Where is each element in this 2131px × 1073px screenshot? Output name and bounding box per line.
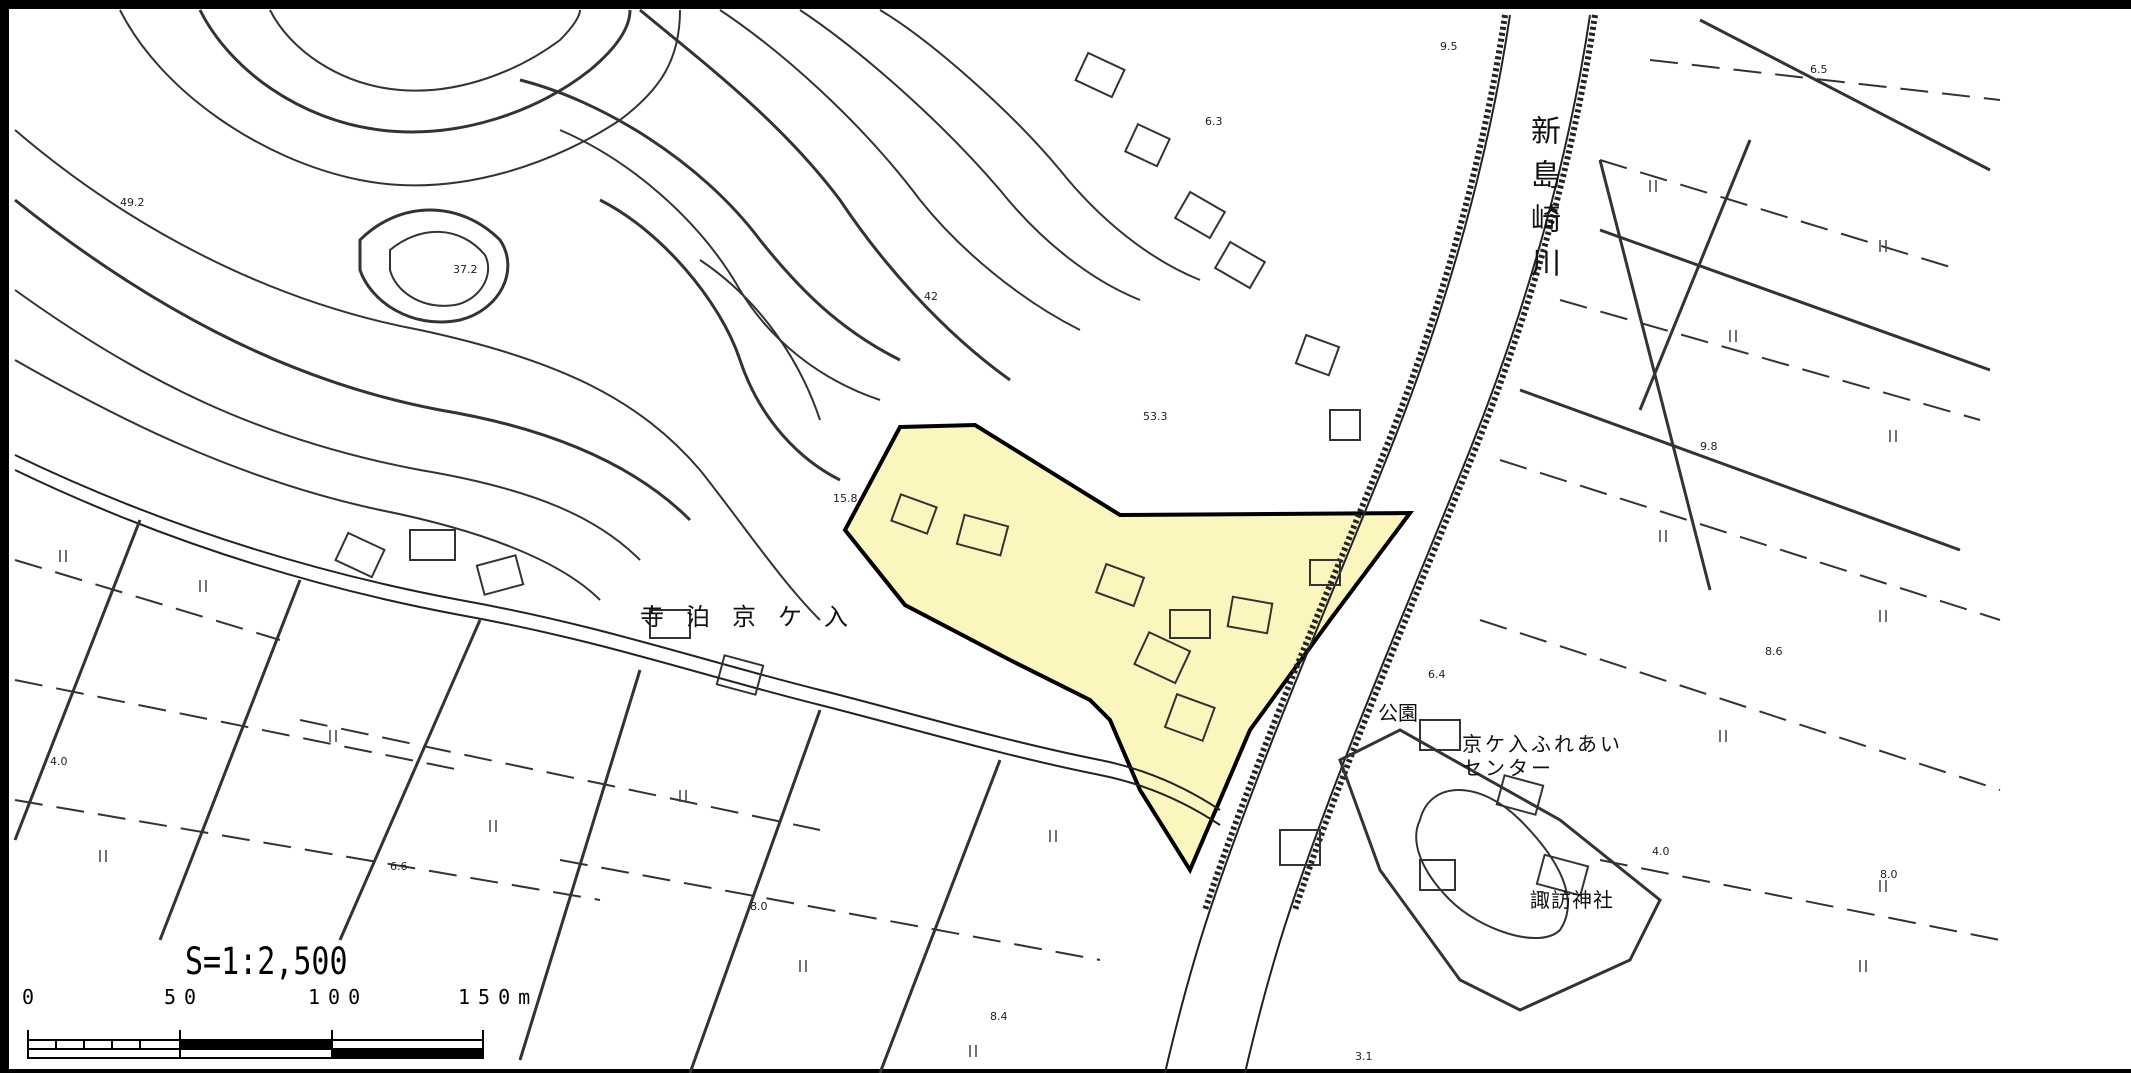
roads — [14, 454, 1221, 826]
scale-tick-label: 0 — [22, 985, 43, 1009]
elevation-label: 6.4 — [1428, 668, 1446, 681]
elevation-label: 9.5 — [1440, 40, 1458, 53]
elevation-label: 9.8 — [1700, 440, 1718, 453]
center-name-line1: 京ケ入ふれあい — [1462, 732, 1623, 756]
elevation-label: 15.8 — [833, 492, 858, 505]
highlighted-area[interactable] — [842, 422, 1415, 875]
elevation-label: 6.5 — [1810, 63, 1828, 76]
shrine-precinct — [1338, 728, 1662, 1012]
center-name-line2: センター — [1462, 756, 1554, 780]
elevation-label: 4.0 — [50, 755, 68, 768]
scale-tick-label: 50 — [164, 985, 205, 1009]
scale-ratio: S=1:2,500 — [185, 940, 348, 984]
elevation-label: 37.2 — [453, 263, 478, 276]
elevation-label: 4.0 — [1652, 845, 1670, 858]
elevation-label: 42 — [924, 290, 938, 303]
elevation-label: 49.2 — [120, 196, 145, 209]
elevation-label: 8.6 — [1765, 645, 1783, 658]
buildings — [334, 51, 1590, 897]
elevation-label: 8.0 — [750, 900, 768, 913]
rice-field-icon — [59, 180, 1897, 1057]
scale-tick-label: 100 — [308, 985, 369, 1009]
elevation-label: 6.3 — [1205, 115, 1223, 128]
elevation-label: 8.4 — [990, 1010, 1008, 1023]
river — [1164, 14, 1598, 1073]
district-label: 寺泊京ケ入 — [640, 603, 870, 631]
contour-lines — [14, 8, 1201, 621]
field-lines — [13, 18, 1991, 1073]
park-label: 公園 — [1378, 701, 1418, 725]
scale-tick-label: 150m — [458, 985, 539, 1009]
shrine-label: 諏訪神社 — [1530, 888, 1614, 912]
river-name-label: 新島崎川 — [1525, 115, 1560, 291]
elevation-label: 3.1 — [1355, 1050, 1373, 1063]
elevation-label: 8.0 — [1880, 868, 1898, 881]
elevation-label: 53.3 — [1143, 410, 1168, 423]
field-boundaries — [14, 59, 2001, 961]
elevation-label: 6.6 — [390, 860, 408, 873]
